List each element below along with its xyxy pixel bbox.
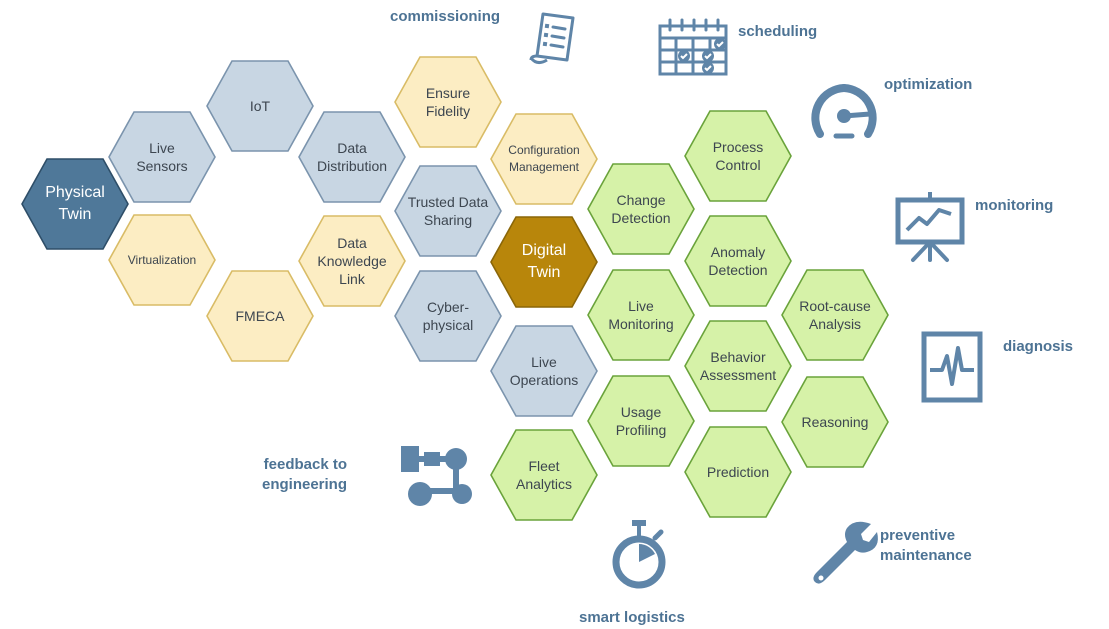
hex-physical-twin: Physical Twin [20,157,130,251]
hex-label: Reasoning [801,414,869,430]
hex-shape [108,214,216,306]
hex-label: Process Control [712,139,764,173]
hex-ensure-fidelity: Ensure Fidelity [393,55,503,149]
stopwatch-icon [611,518,667,594]
hex-fmeca: FMECA [205,269,315,363]
hex-configuration-management: Configuration Management [489,112,599,206]
hex-root-cause-analysis: Root-cause Analysis [780,268,890,362]
caption-scheduling: scheduling [738,23,818,40]
hex-shape [108,111,216,203]
hex-shape [394,56,502,148]
hex-label: Fleet Analytics [515,458,573,492]
hex-label: Usage Profiling [615,404,667,438]
hex-live-monitoring: Live Monitoring [586,268,696,362]
hex-label: Prediction [706,464,770,480]
hex-label: Physical Twin [45,184,105,223]
hex-iot: IoT [205,59,315,153]
hex-change-detection: Change Detection [586,162,696,256]
hex-label: Virtualization [127,252,197,267]
hex-prediction: Prediction [683,425,793,519]
hex-shape [587,375,695,467]
hex-label: Change Detection [611,192,671,226]
caption-commissioning: commissioning [390,8,501,25]
heartbeat-monitor-icon [920,330,984,406]
hex-shape [587,163,695,255]
hex-digital-twin: Digital Twin [489,215,599,309]
hex-live-sensors: Live Sensors [107,110,217,204]
calendar-icon [656,16,732,78]
flow-network-icon [398,442,474,512]
hex-label: FMECA [235,308,285,324]
hex-shape [490,216,598,308]
hex-label: IoT [249,98,271,114]
hex-shape [21,158,129,250]
hex-shape [684,426,792,518]
hex-shape [394,165,502,257]
hex-behavior-assessment: Behavior Assessment [683,319,793,413]
hex-shape [394,270,502,362]
hex-label: Root-cause Analysis [799,298,871,332]
hex-shape [781,376,889,468]
hex-shape [298,111,406,203]
hex-data-knowledge-link: Data Knowledge Link [297,214,407,308]
hex-label: Data Distribution [316,140,388,174]
hex-fleet-analytics: Fleet Analytics [489,428,599,522]
caption-optimization: optimization [884,76,973,93]
hex-anomaly-detection: Anomaly Detection [683,214,793,308]
wrench-icon [813,518,879,588]
caption-diagnosis: diagnosis [1003,338,1074,355]
hex-shape [684,320,792,412]
hex-data-distribution: Data Distribution [297,110,407,204]
hex-cyber-physical: Cyber- physical [393,269,503,363]
caption-feedback-to-engineering: feedback to engineering [262,456,348,493]
hex-virtualization: Virtualization [107,213,217,307]
hex-shape [298,215,406,307]
hex-label: Behavior Assessment [699,349,777,383]
hex-label: Configuration Management [508,143,580,174]
hex-shape [206,60,314,152]
hex-shape [206,270,314,362]
hex-shape [684,215,792,307]
hex-process-control: Process Control [683,109,793,203]
hex-shape [587,269,695,361]
hex-shape [684,110,792,202]
caption-monitoring: monitoring [975,197,1054,214]
caption-smart-logistics: smart logistics [579,609,685,626]
clipboard-checklist-icon [523,8,583,68]
hex-label: Ensure Fidelity [425,85,471,119]
hex-trusted-data-sharing: Trusted Data Sharing [393,164,503,258]
hex-shape [490,325,598,417]
hex-shape [490,113,598,205]
hex-shape [490,429,598,521]
hex-label: Live Monitoring [608,298,674,332]
speedometer-icon [806,78,882,142]
hex-label: Data Knowledge Link [317,235,387,287]
caption-preventive-maintenance: preventive maintenance [880,527,972,564]
hex-label: Cyber- physical [422,299,474,333]
hex-reasoning: Reasoning [780,375,890,469]
hex-label: Anomaly Detection [708,244,768,278]
hex-label: Digital Twin [521,242,567,281]
hex-label: Trusted Data Sharing [407,194,489,228]
hex-label: Live Sensors [136,140,188,174]
presentation-chart-icon [893,190,967,264]
hex-usage-profiling: Usage Profiling [586,374,696,468]
hex-label: Live Operations [509,354,579,388]
hex-shape [781,269,889,361]
hex-live-operations: Live Operations [489,324,599,418]
